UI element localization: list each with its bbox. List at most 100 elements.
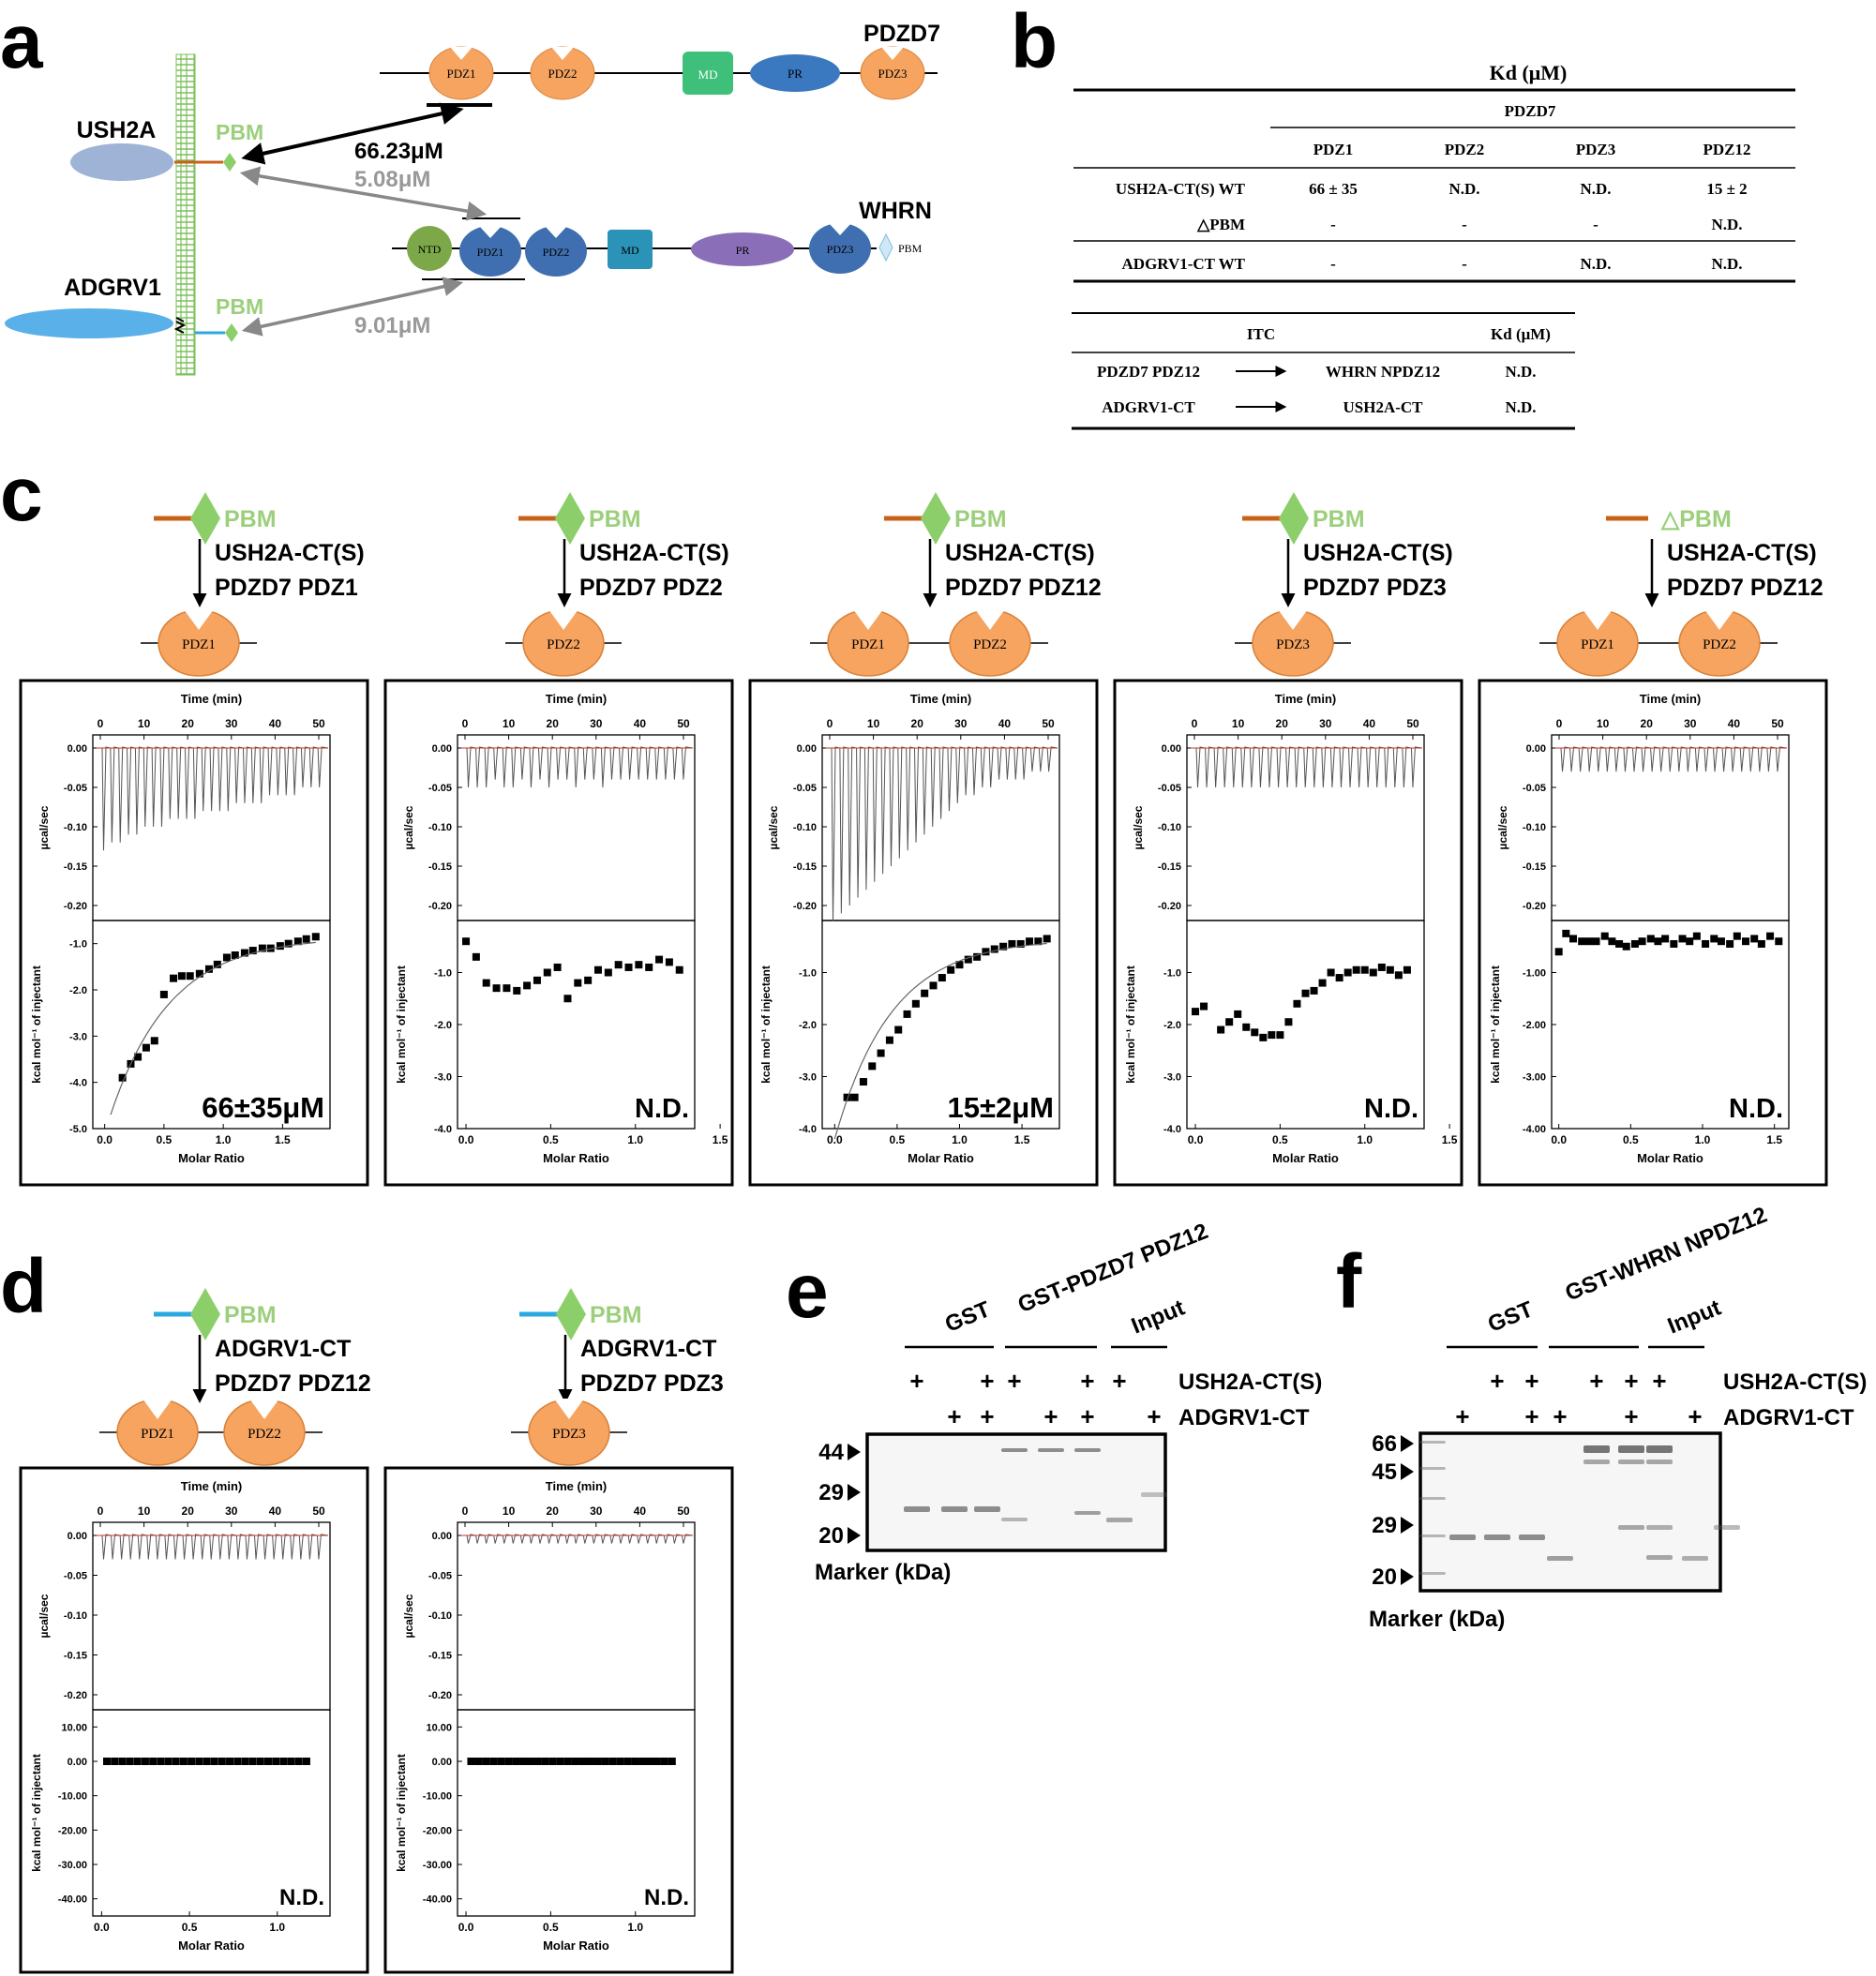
ligand-label: USH2A-CT(S) xyxy=(945,540,1095,566)
time-tick: 50 xyxy=(677,717,690,730)
data-point xyxy=(982,948,990,956)
plus-sign: + xyxy=(980,1402,994,1430)
gel-band xyxy=(1618,1445,1644,1453)
data-point xyxy=(1678,935,1687,943)
data-point xyxy=(177,972,186,981)
pdz-domain-label: PDZ1 xyxy=(182,637,216,652)
pdz-domain-label: PDZ1 xyxy=(141,1427,174,1442)
data-point xyxy=(1615,939,1624,948)
pdzd7-pdz1-label: PDZ1 xyxy=(446,67,475,81)
pbm-label: PBM xyxy=(224,506,277,532)
marker-value: 20 xyxy=(1372,1564,1397,1590)
data-point xyxy=(1217,1025,1225,1034)
data-point xyxy=(1592,937,1600,946)
plus-sign: + xyxy=(1652,1367,1666,1395)
iso-y-tick: 0.00 xyxy=(68,1757,87,1768)
whrn-md-domain: MD xyxy=(608,230,653,269)
data-point xyxy=(586,1758,594,1765)
gel-band xyxy=(904,1506,930,1512)
data-point xyxy=(1268,1031,1276,1040)
data-point xyxy=(472,952,480,961)
data-point xyxy=(675,966,683,974)
gel-image xyxy=(1418,1431,1722,1593)
pdzd7-pdz1-domain: PDZ1 xyxy=(428,46,494,100)
iso-y-tick: -1.0 xyxy=(434,968,452,980)
x-tick: 1.5 xyxy=(1766,1133,1782,1146)
pdz-domain-label: PDZ1 xyxy=(851,637,885,652)
iso-y-tick: -3.0 xyxy=(799,1072,817,1084)
x-tick: 0.0 xyxy=(94,1921,110,1934)
data-point xyxy=(1710,935,1718,943)
row-label-adgrv1: ADGRV1-CT xyxy=(1723,1405,1854,1430)
time-tick: 50 xyxy=(1771,717,1784,730)
data-point xyxy=(284,939,293,948)
data-point xyxy=(188,1758,196,1765)
pdz-domain-pdz1: PDZ1 xyxy=(827,609,909,677)
data-point xyxy=(1757,939,1765,948)
kd-cell: N.D. xyxy=(1580,255,1611,273)
data-point xyxy=(218,1758,226,1765)
time-tick: 50 xyxy=(1406,717,1419,730)
ucal-axis-label: µcal/sec xyxy=(38,805,51,849)
pbm-label: PBM xyxy=(954,506,1007,532)
time-axis-label: Time (min) xyxy=(1640,692,1702,706)
pbm-label: PBM xyxy=(590,1302,642,1328)
ucal-axis-label: µcal/sec xyxy=(1496,805,1509,849)
kcal-axis-label: kcal mol⁻¹ of injectant xyxy=(30,1754,43,1872)
pdzd7-md-domain: MD xyxy=(683,52,733,95)
marker-label: Marker (kDa) xyxy=(1369,1607,1505,1632)
data-point xyxy=(118,1758,127,1765)
data-point xyxy=(149,1758,158,1765)
data-point xyxy=(1638,937,1646,946)
kd-cell: 15 ± 2 xyxy=(1706,180,1747,198)
data-point xyxy=(203,1758,211,1765)
iso-y-tick: -4.0 xyxy=(69,1078,87,1089)
iso-y-tick: -40.00 xyxy=(58,1894,87,1906)
kcal-axis-label: kcal mol⁻¹ of injectant xyxy=(1489,966,1502,1084)
raw-y-tick: -0.10 xyxy=(428,822,452,833)
data-point xyxy=(1377,963,1386,971)
data-point xyxy=(616,1758,624,1765)
data-point xyxy=(947,966,955,974)
ligand-label: USH2A-CT(S) xyxy=(1667,540,1817,566)
kcal-axis-label: kcal mol⁻¹ of injectant xyxy=(395,966,408,1084)
time-tick: 30 xyxy=(590,1504,603,1518)
data-point xyxy=(164,1758,173,1765)
marker-value: 44 xyxy=(818,1440,844,1465)
iso-y-tick: -3.0 xyxy=(434,1072,452,1084)
gel-group-label: GST xyxy=(1484,1296,1537,1338)
time-axis-label: Time (min) xyxy=(181,692,243,706)
data-point xyxy=(526,1758,534,1765)
whrn-pbm-diamond xyxy=(878,232,893,262)
data-point xyxy=(1192,1008,1200,1016)
time-tick: 50 xyxy=(1042,717,1055,730)
plus-sign: + xyxy=(1490,1367,1504,1395)
gel-group-label: Input xyxy=(1128,1295,1188,1340)
plus-sign: + xyxy=(1455,1402,1469,1430)
time-tick: 40 xyxy=(1363,717,1376,730)
raw-y-tick: -0.15 xyxy=(428,861,452,873)
raw-y-tick: -0.10 xyxy=(64,822,87,833)
data-point xyxy=(601,1758,609,1765)
gel-band xyxy=(1419,1467,1446,1470)
time-tick: 40 xyxy=(634,1504,647,1518)
data-point xyxy=(1554,948,1563,956)
pdz-domain-label: PDZ2 xyxy=(1703,637,1736,652)
data-point xyxy=(172,1758,180,1765)
x-tick: 1.0 xyxy=(1695,1133,1711,1146)
ligand-label: USH2A-CT(S) xyxy=(215,540,365,566)
pdz-domain-label: PDZ2 xyxy=(547,637,580,652)
data-point xyxy=(938,974,946,982)
kd-result: N.D. xyxy=(644,1885,689,1910)
iso-y-tick: -2.0 xyxy=(69,985,87,996)
data-point xyxy=(1225,1018,1234,1026)
data-point xyxy=(563,1758,572,1765)
iso-y-tick: -2.0 xyxy=(799,1020,817,1031)
time-tick: 10 xyxy=(1597,717,1610,730)
kd-cell: - xyxy=(1462,216,1467,233)
kd-table-group: PDZD7 xyxy=(1505,102,1556,120)
data-point xyxy=(668,1758,676,1765)
data-point xyxy=(170,974,178,982)
